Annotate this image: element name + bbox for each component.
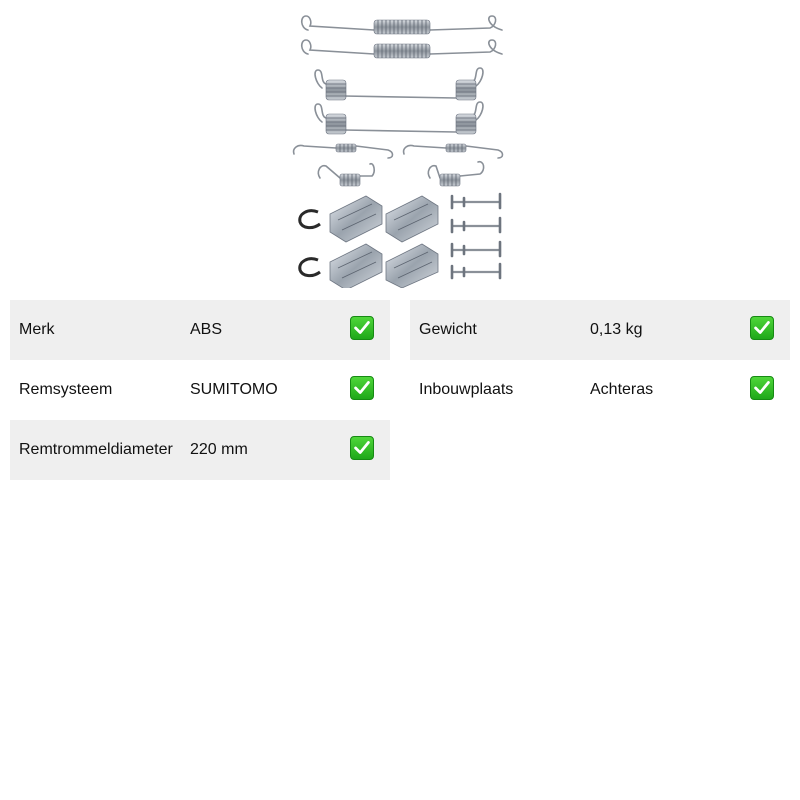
spec-row-brake-system: Remsysteem SUMITOMO — [10, 360, 390, 420]
check-mark-icon — [750, 376, 774, 400]
spec-value: 0,13 kg — [590, 321, 643, 338]
spec-row-weight: Gewicht 0,13 kg — [410, 300, 790, 360]
spec-value: SUMITOMO — [190, 381, 278, 398]
check-mark-icon — [750, 316, 774, 340]
spec-value: ABS — [190, 321, 223, 338]
check-mark-icon — [350, 316, 374, 340]
spec-table-left: Merk ABS Remsysteem SUMITOMO Remtrommeld… — [10, 300, 390, 480]
spec-row-fitting-position: Inbouwplaats Achteras — [410, 360, 790, 420]
check-mark-icon — [350, 376, 374, 400]
spec-value: 220 mm — [190, 441, 248, 458]
spec-label: Remsysteem — [19, 381, 113, 398]
brake-accessory-kit-image — [292, 15, 504, 288]
spec-row-drum-diameter: Remtrommeldiameter 220 mm — [10, 420, 390, 480]
spec-value: Achteras — [590, 381, 654, 398]
spec-table-right: Gewicht 0,13 kg Inbouwplaats Achteras — [410, 300, 790, 420]
spec-label: Inbouwplaats — [419, 381, 514, 398]
spec-label: Remtrommeldiameter — [19, 441, 173, 458]
spec-label: Gewicht — [419, 321, 477, 338]
check-mark-icon — [350, 436, 374, 460]
spec-label: Merk — [19, 321, 55, 338]
spec-row-brand: Merk ABS — [10, 300, 390, 360]
